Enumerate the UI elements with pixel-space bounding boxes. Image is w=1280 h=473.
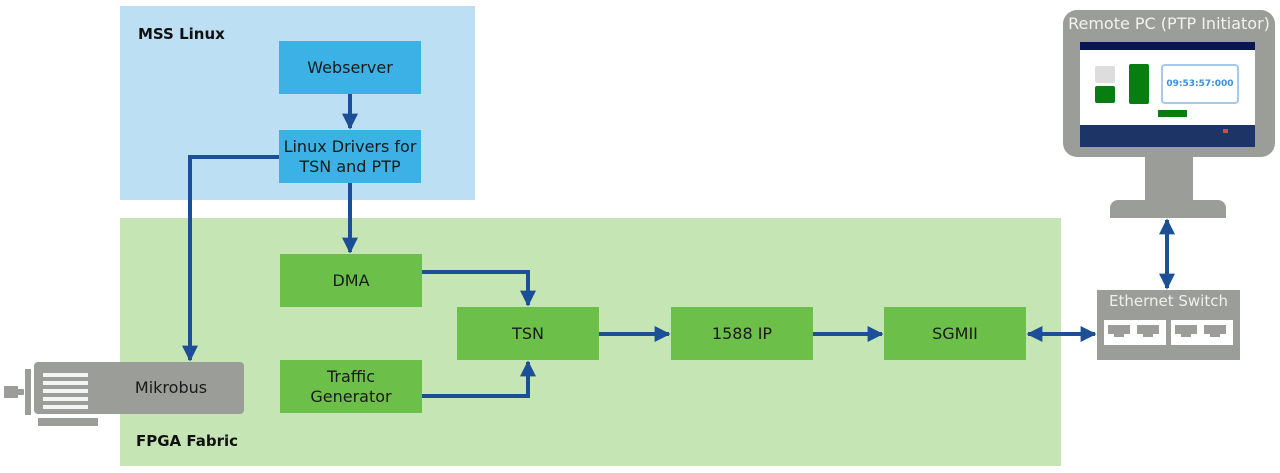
traffic-generator-block: Traffic Generator	[280, 360, 422, 413]
webserver-block: Webserver	[279, 41, 421, 94]
monitor-stand-neck	[1145, 156, 1193, 202]
monitor-stand-base	[1110, 200, 1226, 218]
screen-button	[1158, 110, 1187, 117]
fpga-fabric-label: FPGA Fabric	[136, 432, 239, 450]
arrow-traffic-to-tsn	[422, 360, 536, 398]
screen-header-bar	[1080, 42, 1255, 50]
traffic-generator-line1: Traffic	[326, 366, 376, 386]
screen-node-gray	[1095, 66, 1115, 83]
tsn-block: TSN	[457, 307, 599, 360]
mikrobus-block: Mikrobus	[134, 378, 208, 397]
arrow-dma-to-tsn	[422, 270, 536, 307]
remote-pc-title: Remote PC (PTP Initiator)	[1068, 14, 1270, 33]
arrow-drivers-to-mikrobus	[182, 155, 279, 362]
dma-block: DMA	[280, 254, 422, 307]
linux-drivers-block: Linux Drivers for TSN and PTP	[279, 130, 421, 183]
remote-pc-screen: 09:53:57:000	[1080, 42, 1255, 147]
traffic-generator-line2: Generator	[310, 386, 392, 406]
screen-footer	[1080, 125, 1255, 147]
screen-node-switch	[1129, 64, 1149, 104]
screen-node-green	[1095, 86, 1115, 103]
switch-ports	[1104, 320, 1233, 345]
mss-linux-label: MSS Linux	[138, 25, 225, 43]
linux-drivers-line1: Linux Drivers for	[283, 136, 417, 156]
linux-drivers-line2: TSN and PTP	[299, 156, 401, 176]
screen-logo-icon	[1223, 129, 1228, 133]
ip1588-block: 1588 IP	[671, 307, 813, 360]
sgmii-block: SGMII	[884, 307, 1026, 360]
motor-icon	[4, 362, 244, 426]
screen-clock: 09:53:57:000	[1161, 64, 1239, 104]
ethernet-switch-label: Ethernet Switch	[1109, 292, 1228, 310]
